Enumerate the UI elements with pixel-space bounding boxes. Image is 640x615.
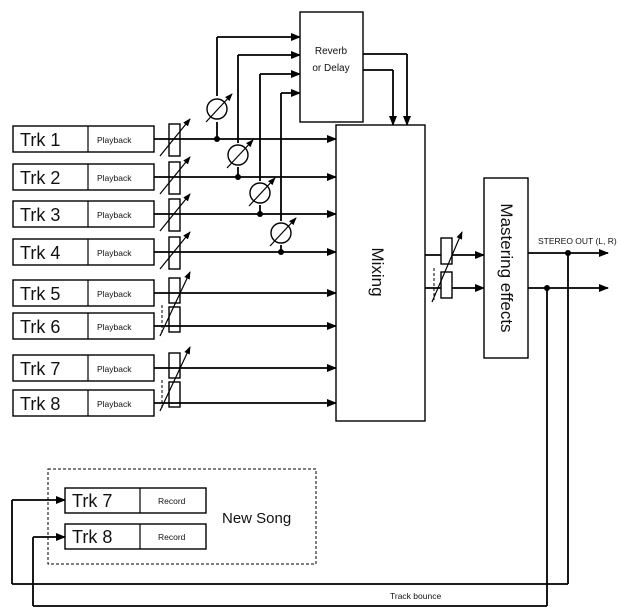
- mixing-box: Mixing: [335, 124, 426, 422]
- fader-5: [168, 277, 181, 304]
- fader-7: [168, 352, 181, 379]
- track-4-mode: Playback: [97, 248, 132, 258]
- new-song-track-8-mode: Record: [158, 532, 186, 542]
- fader-8: [168, 381, 181, 408]
- stereo-output: STEREO OUT (L, R): [528, 236, 617, 292]
- track-8: Trk 8 Playback: [12, 389, 155, 417]
- track-7-name: Trk 7: [20, 359, 60, 379]
- mastering-label: Mastering effects: [497, 203, 516, 332]
- fader-4: [168, 236, 181, 270]
- track-5-mode: Playback: [97, 289, 132, 299]
- track-2-name: Trk 2: [20, 168, 60, 188]
- fader-2: [168, 161, 181, 195]
- track-7-mode: Playback: [97, 364, 132, 374]
- new-song-track-7: Trk 7 Record: [64, 487, 207, 514]
- track-5: Trk 5 Playback: [12, 279, 155, 307]
- master-faders: [425, 231, 485, 303]
- mixing-label: Mixing: [368, 247, 387, 296]
- new-song-track-7-name: Trk 7: [72, 491, 112, 511]
- new-song-track-7-mode: Record: [158, 496, 186, 506]
- track-6: Trk 6 Playback: [12, 312, 155, 340]
- track-8-mode: Playback: [97, 399, 132, 409]
- effect-sends: [205, 33, 301, 255]
- track-7: Trk 7 Playback: [12, 354, 155, 382]
- track-1-name: Trk 1: [20, 130, 60, 150]
- new-song-track-8-name: Trk 8: [72, 527, 112, 547]
- track-4: Trk 4 Playback: [12, 238, 155, 266]
- track-faders: [159, 118, 191, 412]
- mastering-effects-box: Mastering effects: [483, 177, 529, 359]
- stereo-out-label: STEREO OUT (L, R): [538, 236, 617, 246]
- new-song-track-8: Trk 8 Record: [64, 523, 207, 550]
- track-signal-lines: [154, 135, 337, 407]
- track-1: Trk 1 Playback: [12, 125, 155, 153]
- new-song-group: Trk 7 Record Trk 8 Record New Song: [47, 468, 317, 565]
- track-bounce-loop: Track bounce: [11, 253, 569, 607]
- track-3-name: Trk 3: [20, 205, 60, 225]
- new-song-frame: [47, 468, 317, 565]
- fader-3: [168, 198, 181, 232]
- effect-label-line2: or Delay: [312, 63, 349, 74]
- track-6-name: Trk 6: [20, 317, 60, 337]
- reverb-delay-box: Reverb or Delay: [299, 11, 411, 126]
- track-5-name: Trk 5: [20, 284, 60, 304]
- track-1-mode: Playback: [97, 135, 132, 145]
- fader-1: [168, 123, 181, 157]
- effect-label-line1: Reverb: [315, 46, 348, 57]
- track-2-mode: Playback: [97, 173, 132, 183]
- track-3-mode: Playback: [97, 210, 132, 220]
- fader-6: [168, 306, 181, 333]
- track-2: Trk 2 Playback: [12, 163, 155, 191]
- track-4-name: Trk 4: [20, 243, 60, 263]
- track-8-name: Trk 8: [20, 394, 60, 414]
- new-song-label: New Song: [222, 510, 291, 527]
- track-6-mode: Playback: [97, 322, 132, 332]
- track-bounce-label: Track bounce: [390, 591, 441, 601]
- track-3: Trk 3 Playback: [12, 200, 155, 228]
